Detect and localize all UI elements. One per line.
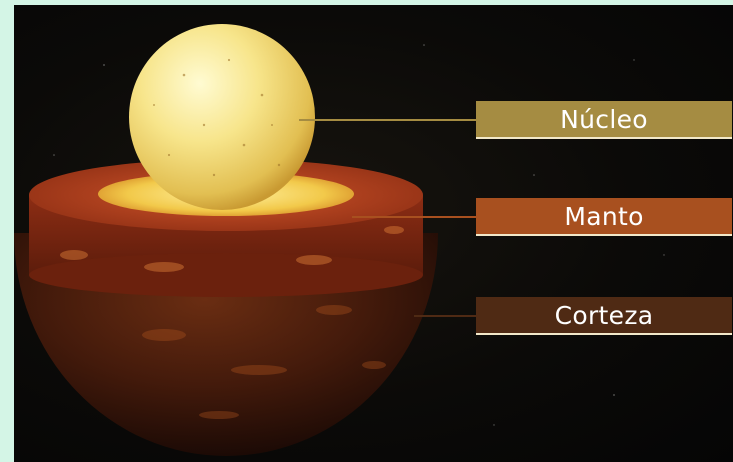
diagram-frame: Núcleo Manto Corteza [14,5,733,462]
mantle-bottom-rim [29,253,423,297]
starfield [53,44,665,426]
nucleo-label: Núcleo [476,101,732,139]
earth-layers-illustration [14,24,665,456]
manto-label: Manto [476,198,732,236]
corteza-label: Corteza [476,297,732,335]
core-speckles [153,58,281,177]
mantle-texture [60,226,404,272]
inner-core-sphere [129,24,315,210]
